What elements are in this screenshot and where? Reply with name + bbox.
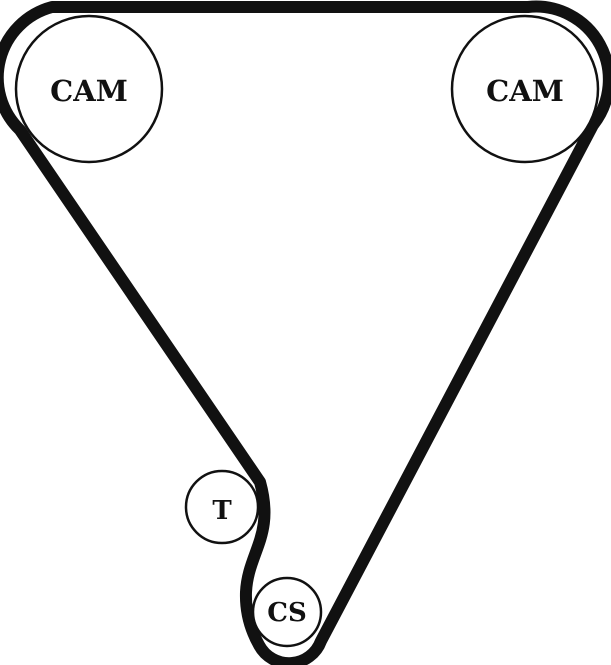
cam-pulley-right-circle (450, 14, 600, 164)
crankshaft-pulley-circle (251, 576, 323, 648)
cam-pulley-left: CAM (14, 14, 164, 164)
tensioner-pulley-circle (184, 469, 260, 545)
tensioner-label: T (212, 496, 232, 526)
tensioner-pulley: T (184, 469, 260, 545)
cam-pulley-left-circle (14, 14, 164, 164)
crankshaft-label: CS (267, 598, 306, 628)
cam-right-label: CAM (486, 74, 564, 108)
cam-pulley-right: CAM (450, 14, 600, 164)
crankshaft-pulley: CS (251, 576, 323, 648)
cam-left-label: CAM (50, 74, 128, 108)
